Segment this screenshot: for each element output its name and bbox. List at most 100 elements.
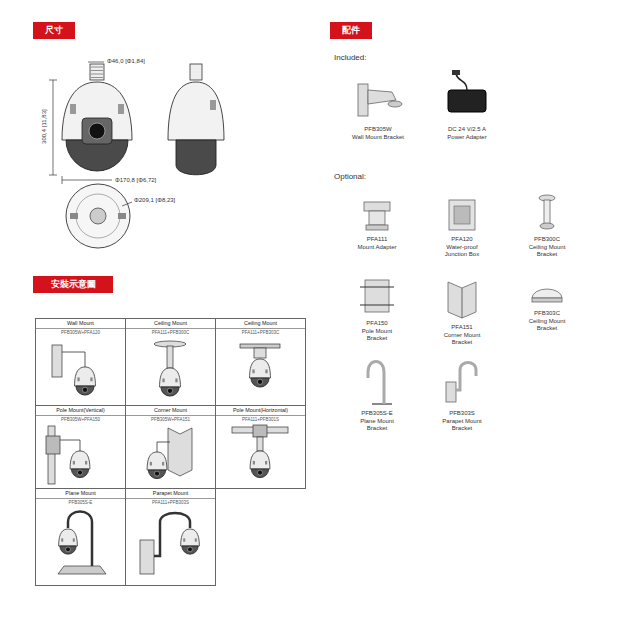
ir-led xyxy=(73,538,75,541)
part-number: PFB305S-E xyxy=(352,410,402,417)
pole-clamp xyxy=(253,425,267,437)
dimension-tick xyxy=(49,175,57,176)
ceiling-plate xyxy=(240,344,280,348)
parapet-plate xyxy=(446,382,456,402)
part-number: PFB303S xyxy=(437,410,487,417)
parapet-plate xyxy=(140,540,154,574)
camera-housing xyxy=(168,82,224,140)
mount-cell: Parapet MountPFA111+PFB303S xyxy=(125,488,216,586)
corner-fold xyxy=(462,288,463,318)
mount-model: PFA111+PFB301S xyxy=(216,416,305,424)
thread-line xyxy=(91,70,103,71)
mount-name: Plane Mount xyxy=(36,489,125,499)
camera-ball xyxy=(66,140,128,171)
mount-adapter xyxy=(254,348,266,358)
mount-model: PFA111+PFB303C xyxy=(216,329,305,337)
mount-name: Pole Mount(Horizontal) xyxy=(216,406,305,416)
camera-icon xyxy=(250,451,270,478)
camera-housing xyxy=(70,451,90,469)
camera-icon xyxy=(250,359,271,387)
ir-led xyxy=(265,461,267,465)
dimension-tick xyxy=(62,176,63,184)
section-header: 配件 xyxy=(330,22,372,39)
part-name: Corner Mount Bracket xyxy=(442,332,482,346)
ir-led xyxy=(252,369,254,373)
part-name: Ceiling Mount Bracket xyxy=(525,318,569,332)
mount-pipe xyxy=(90,64,104,80)
mount-cell: Ceiling MountPFA111+PFB300C xyxy=(125,318,216,406)
part-number: PFA111 xyxy=(352,236,402,243)
bracket-arm xyxy=(157,442,170,452)
mount-model: PFA111+PFB303S xyxy=(126,499,215,507)
dimension-label: 300,4 [11,83] xyxy=(41,92,48,162)
ceiling-pipe xyxy=(544,200,550,224)
mount-model: PFA111+PFB300C xyxy=(126,329,215,337)
power-cable xyxy=(456,74,467,90)
mount-cell: Pole Mount(Vertical)PFB305W+PFA150 xyxy=(35,405,126,489)
camera-lens xyxy=(154,471,159,476)
ir-led xyxy=(195,538,197,541)
camera-housing xyxy=(250,451,270,469)
section-note: Included: xyxy=(334,53,366,63)
dimension-label: Φ170,8 [Φ6,72] xyxy=(115,177,156,184)
mount-cell: Wall MountPFB305W+PFA120 xyxy=(35,318,126,406)
mount-model: PFB305W+PFA150 xyxy=(36,416,125,424)
pole-plate xyxy=(365,280,389,312)
parapet-arm xyxy=(456,363,476,391)
mount-name: Ceiling Mount xyxy=(126,319,215,329)
mount-name: Ceiling Mount xyxy=(216,319,305,329)
part-name: Plane Mount Bracket xyxy=(357,418,397,432)
part-name: Mount Adapter xyxy=(352,244,402,251)
ceiling-ring xyxy=(532,298,562,302)
ir-led xyxy=(77,377,79,381)
section-header: 安裝示意圖 xyxy=(33,276,113,293)
ir-led xyxy=(90,377,92,381)
pendant-pipe xyxy=(167,346,173,368)
part-name: Pole Mount Bracket xyxy=(359,328,395,342)
camera-ball xyxy=(148,470,165,479)
gooseneck-arm xyxy=(368,362,384,405)
camera-lens xyxy=(77,470,82,475)
ir-led xyxy=(253,461,255,465)
mount-name: Pole Mount(Vertical) xyxy=(36,406,125,416)
part-number: PFA151 xyxy=(437,324,487,331)
junction-box-inner xyxy=(454,206,470,224)
camera-ball xyxy=(182,546,198,554)
mount-model: PFB305W+PFA151 xyxy=(126,416,215,424)
mount-cell: Corner MountPFB305W+PFA151 xyxy=(125,405,216,489)
section-title: 安裝示意圖 xyxy=(51,278,96,291)
bracket-arm xyxy=(62,352,85,367)
base-plate xyxy=(372,403,392,405)
camera-lens xyxy=(257,379,262,384)
mount-cell: Plane MountPFB305S-E xyxy=(35,488,126,586)
ir-led xyxy=(183,538,185,541)
corner-plate xyxy=(168,428,192,476)
camera-housing xyxy=(75,367,96,386)
part-name: Water-proof Junction Box xyxy=(440,244,484,258)
adapter-top xyxy=(364,202,390,211)
corner-plate xyxy=(448,282,476,318)
part-number: PFA150 xyxy=(352,320,402,327)
thread-line xyxy=(91,67,103,68)
mount-model: PFB305S-E xyxy=(36,499,125,507)
dimension-label: Φ46,0 [Φ1,84] xyxy=(107,58,145,65)
ir-led xyxy=(162,378,164,382)
ceiling-dome xyxy=(532,289,562,298)
part-number: PFB300C xyxy=(522,236,572,243)
mount-name: Corner Mount xyxy=(126,406,215,416)
camera-icon xyxy=(181,529,200,554)
ir-led xyxy=(73,461,75,465)
camera-icon xyxy=(160,368,181,396)
camera-ball xyxy=(176,140,216,175)
camera-ball xyxy=(76,386,94,395)
part-name: Ceiling Mount Bracket xyxy=(525,244,569,258)
ir-led xyxy=(85,461,87,465)
camera-housing xyxy=(59,529,78,546)
pole-strap xyxy=(360,304,394,305)
camera-lens xyxy=(89,123,105,139)
bottom-detail xyxy=(118,213,126,219)
ir-led xyxy=(70,104,76,114)
part-number: PFA120 xyxy=(437,236,487,243)
section-title: 尺寸 xyxy=(45,24,63,37)
